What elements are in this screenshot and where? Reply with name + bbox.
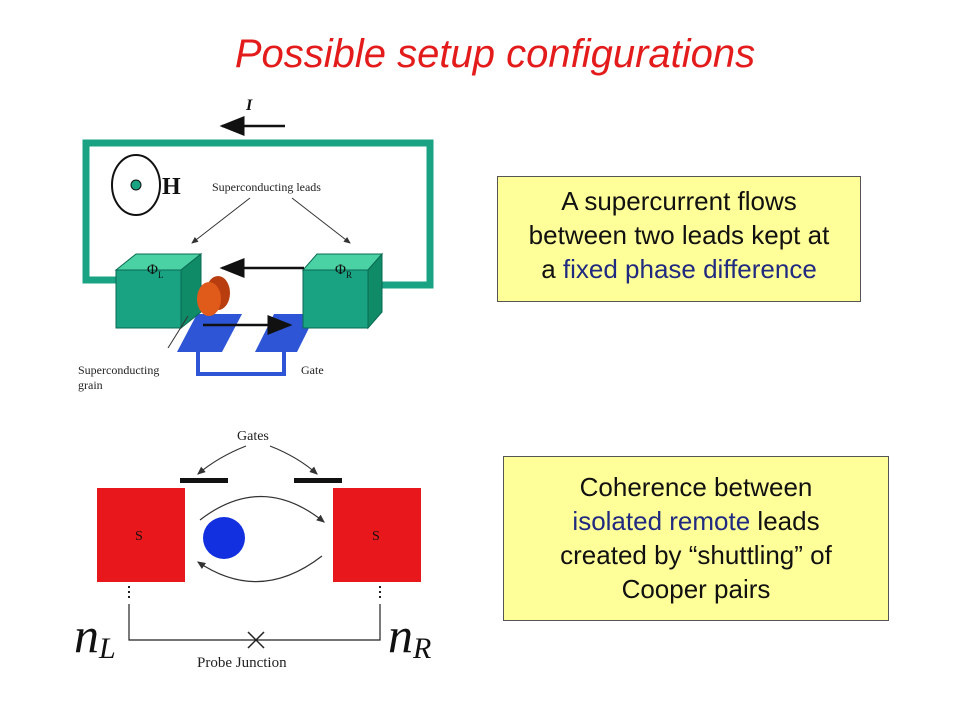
box2-line2-post: leads	[750, 506, 820, 536]
diagram-josephson-setup: I H Superconducting leads ΦL Φ	[78, 97, 434, 392]
gates-label: Gates	[237, 429, 269, 444]
diagram-shuttle-setup: Gates S S Probe Junction nL nR	[74, 429, 431, 671]
superconducting-grain	[197, 276, 230, 316]
box1-line3-highlight: fixed phase difference	[562, 254, 817, 284]
n-right: n	[388, 607, 413, 663]
box1-line1: A supercurrent flows	[561, 186, 797, 216]
slide-title: Possible setup configurations	[234, 32, 756, 76]
lead-block-left	[114, 252, 203, 330]
n-left: n	[74, 607, 99, 663]
box2-line1: Coherence between	[579, 472, 813, 502]
box2-line2: isolated remote leads	[504, 504, 888, 538]
grain-label-2: grain	[78, 378, 103, 392]
svg-text:nR: nR	[388, 607, 431, 665]
phi-right-sub: R	[346, 270, 352, 280]
current-loop-wire	[82, 139, 434, 289]
supercurrent-description-box: A supercurrent flows between two leads k…	[497, 176, 861, 302]
box1-line2: between two leads kept at	[528, 220, 830, 250]
n-right-sub: R	[412, 632, 431, 665]
box1-line3: a fixed phase difference	[498, 252, 860, 286]
magnetic-field-icon	[111, 154, 161, 216]
gate-bar-right	[294, 478, 342, 483]
box1-line3-pre: a	[541, 254, 563, 284]
lead-block-right	[301, 252, 384, 330]
lead-s-right-label: S	[372, 529, 380, 544]
coherence-description-box: Coherence between isolated remote leads …	[503, 456, 889, 621]
box2-line4: Cooper pairs	[621, 574, 771, 604]
svg-text:ΦR: ΦR	[335, 262, 352, 280]
probe-label: Probe Junction	[197, 655, 287, 671]
gate-bar-left	[180, 478, 228, 483]
gate-plate-left	[177, 314, 242, 352]
box2-line3: created by “shuttling” of	[560, 540, 832, 570]
svg-text:ΦL: ΦL	[147, 262, 163, 280]
phi-left: Φ	[147, 262, 158, 278]
lead-s-right	[333, 488, 421, 582]
grain-label-1: Superconducting	[78, 363, 159, 377]
gate-wire	[196, 335, 286, 376]
phi-left-sub: L	[158, 270, 164, 280]
svg-text:nL: nL	[74, 607, 116, 665]
phi-right: Φ	[335, 262, 346, 278]
lead-s-left	[97, 488, 185, 582]
current-label: I	[245, 97, 253, 114]
cooper-pair-dot	[203, 517, 245, 559]
circular-arrow-icon	[197, 495, 325, 583]
box2-line2-highlight: isolated remote	[572, 506, 751, 536]
gate-label: Gate	[301, 363, 324, 377]
leads-label: Superconducting leads	[212, 180, 321, 194]
n-left-sub: L	[98, 632, 116, 665]
lead-s-left-label: S	[135, 529, 143, 544]
cross-icon	[247, 631, 265, 649]
field-label: H	[162, 174, 181, 200]
